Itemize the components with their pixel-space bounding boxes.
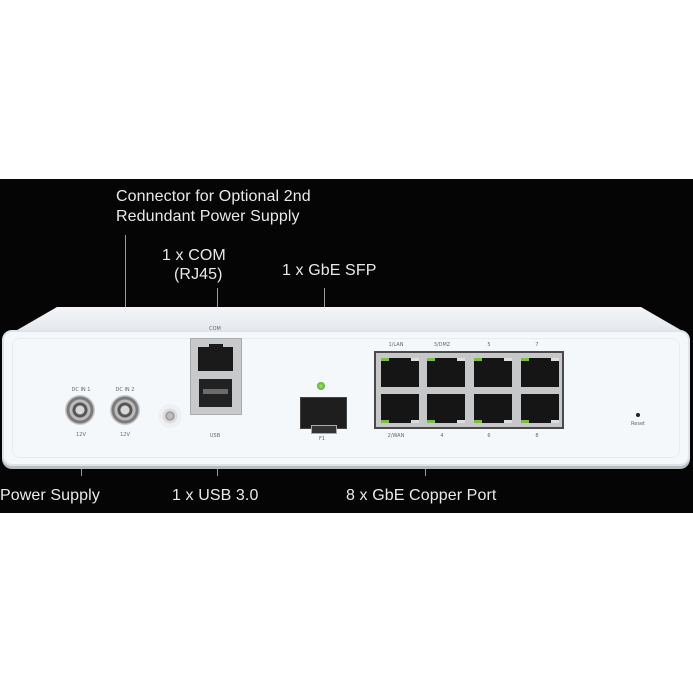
dc-in-1-voltage: 12V: [76, 432, 86, 438]
ethernet-port-block: [374, 351, 564, 429]
port-label-2-wan: 2/WAN: [387, 433, 405, 439]
reset-label: Reset: [631, 421, 645, 427]
ground-screw-icon: [162, 408, 178, 424]
dc-in-1-label: DC IN 1: [71, 387, 91, 393]
callout-sfp: 1 x GbE SFP: [282, 262, 377, 279]
dc-in-2-connector[interactable]: [110, 395, 140, 425]
dc-in-2-voltage: 12V: [120, 432, 130, 438]
port-label-4: 4: [440, 433, 444, 439]
port-label-7: 7: [535, 342, 539, 348]
callout-usb: 1 x USB 3.0: [172, 487, 259, 504]
leader-line-dc-in-2: [125, 235, 126, 355]
dc-in-2-label: DC IN 2: [115, 387, 135, 393]
device-front-inset: [12, 338, 680, 458]
sfp-status-led: [317, 382, 325, 390]
ethernet-port-3-dmz[interactable]: [427, 358, 465, 387]
usb-port[interactable]: [199, 379, 232, 407]
device-top-surface: [12, 307, 686, 333]
callout-redundant-power-line1: Connector for Optional 2nd: [116, 188, 311, 205]
port-label-6: 6: [487, 433, 491, 439]
ethernet-port-8[interactable]: [521, 394, 559, 423]
port-label-3-dmz: 3/DMZ: [433, 342, 451, 348]
callout-redundant-power-line2: Redundant Power Supply: [116, 208, 300, 225]
com-label: COM: [209, 326, 221, 332]
reset-button[interactable]: [636, 413, 640, 417]
ethernet-port-5[interactable]: [474, 358, 512, 387]
ethernet-port-1-lan[interactable]: [381, 358, 419, 387]
port-label-5: 5: [487, 342, 491, 348]
sfp-label: F1: [318, 436, 326, 442]
callout-com-line2: (RJ45): [174, 266, 223, 283]
callout-com-line1: 1 x COM: [162, 247, 226, 264]
dc-in-1-connector[interactable]: [65, 395, 95, 425]
ethernet-port-4[interactable]: [427, 394, 465, 423]
ethernet-port-6[interactable]: [474, 394, 512, 423]
com-usb-housing: [190, 338, 242, 415]
com-rj45-port[interactable]: [198, 344, 233, 371]
sfp-port-f1[interactable]: [300, 397, 347, 434]
port-label-8: 8: [535, 433, 539, 439]
usb-label: USB: [209, 433, 221, 439]
ethernet-port-7[interactable]: [521, 358, 559, 387]
callout-copper-ports: 8 x GbE Copper Port: [346, 487, 497, 504]
port-label-1-lan: 1/LAN: [388, 342, 404, 348]
ethernet-port-2-wan[interactable]: [381, 394, 419, 423]
callout-power-supply: Power Supply: [0, 487, 100, 504]
